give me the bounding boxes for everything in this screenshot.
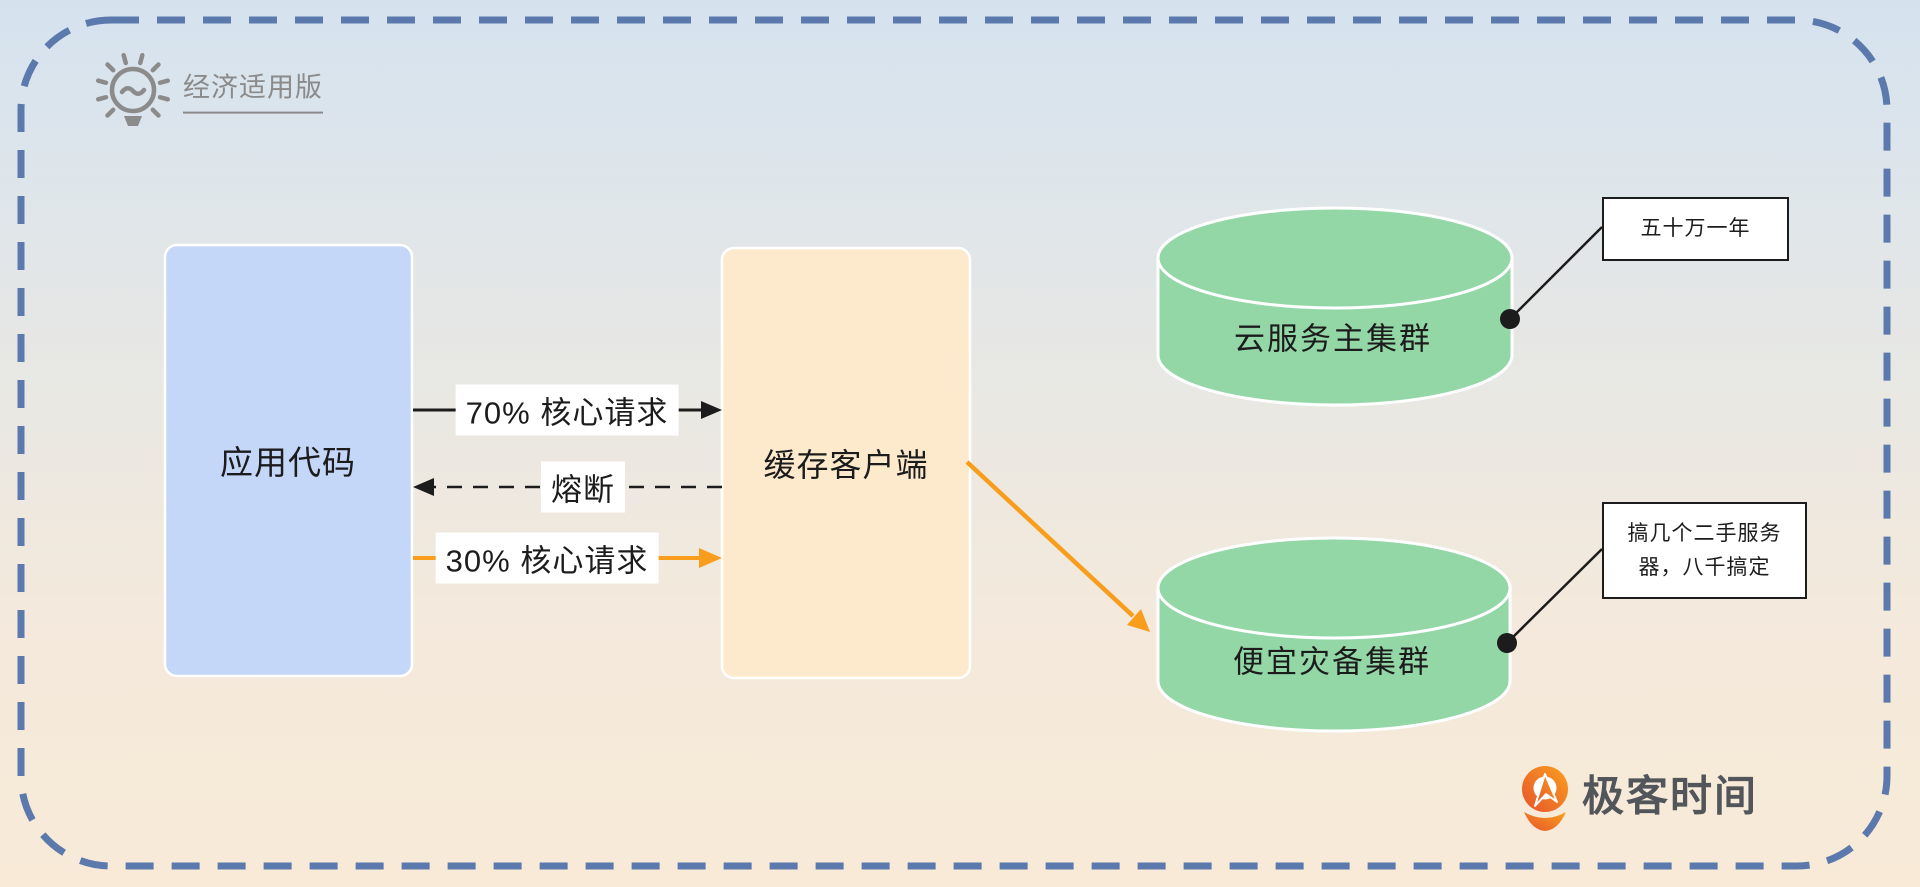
backup-cluster-cost-line2: 器，八千搞定 <box>1638 555 1771 579</box>
lightbulb-base <box>124 116 142 126</box>
lightbulb-rays <box>95 52 171 118</box>
backup-cluster-cost-callout: 搞几个二手服务 器，八千搞定 <box>1602 502 1807 599</box>
main-cluster-cylinder <box>1156 206 1514 407</box>
backup-cluster-label: 便宜灾备集群 <box>1233 644 1431 680</box>
main-cost-connector <box>1500 226 1603 329</box>
logo-bubble-tail <box>1524 812 1566 831</box>
backup-cost-anchor-dot <box>1497 633 1517 653</box>
app-node-box <box>163 243 414 678</box>
lightbulb-icon <box>95 52 171 126</box>
main-cluster-cost-callout: 五十万一年 <box>1602 197 1789 261</box>
lightbulb-filament <box>119 86 147 96</box>
page-title: 经济适用版 <box>183 66 323 114</box>
edge-cache-to-backup <box>965 460 1150 632</box>
backup-cluster-cylinder <box>1156 536 1512 733</box>
logo-arrow <box>1534 773 1558 807</box>
edge-fuse-label: 熔断 <box>541 461 625 513</box>
edge-core70-label: 70% 核心请求 <box>455 384 679 436</box>
edge-core70-arrowhead <box>701 401 722 419</box>
edge-fuse-arrowhead <box>413 478 434 496</box>
main-cost-anchor-dot <box>1500 309 1520 329</box>
edge-cache-to-backup-arrowhead <box>1127 609 1150 632</box>
app-node-label: 应用代码 <box>220 444 356 481</box>
cache-node-label: 缓存客户端 <box>763 447 929 483</box>
main-cluster-label: 云服务主集群 <box>1234 321 1432 357</box>
geektime-brand-text: 极客时间 <box>1582 772 1759 820</box>
geektime-logo-icon <box>1522 766 1568 831</box>
edge-core30-label: 30% 核心请求 <box>435 532 659 584</box>
edge-core30-arrowhead <box>699 548 722 568</box>
lightbulb-glass <box>109 66 157 114</box>
main-cluster-cost-text: 五十万一年 <box>1640 217 1751 240</box>
backup-cost-connector <box>1497 548 1603 653</box>
backup-cluster-cost-line1: 搞几个二手服务 <box>1627 521 1782 545</box>
dashed-border <box>17 16 1891 870</box>
